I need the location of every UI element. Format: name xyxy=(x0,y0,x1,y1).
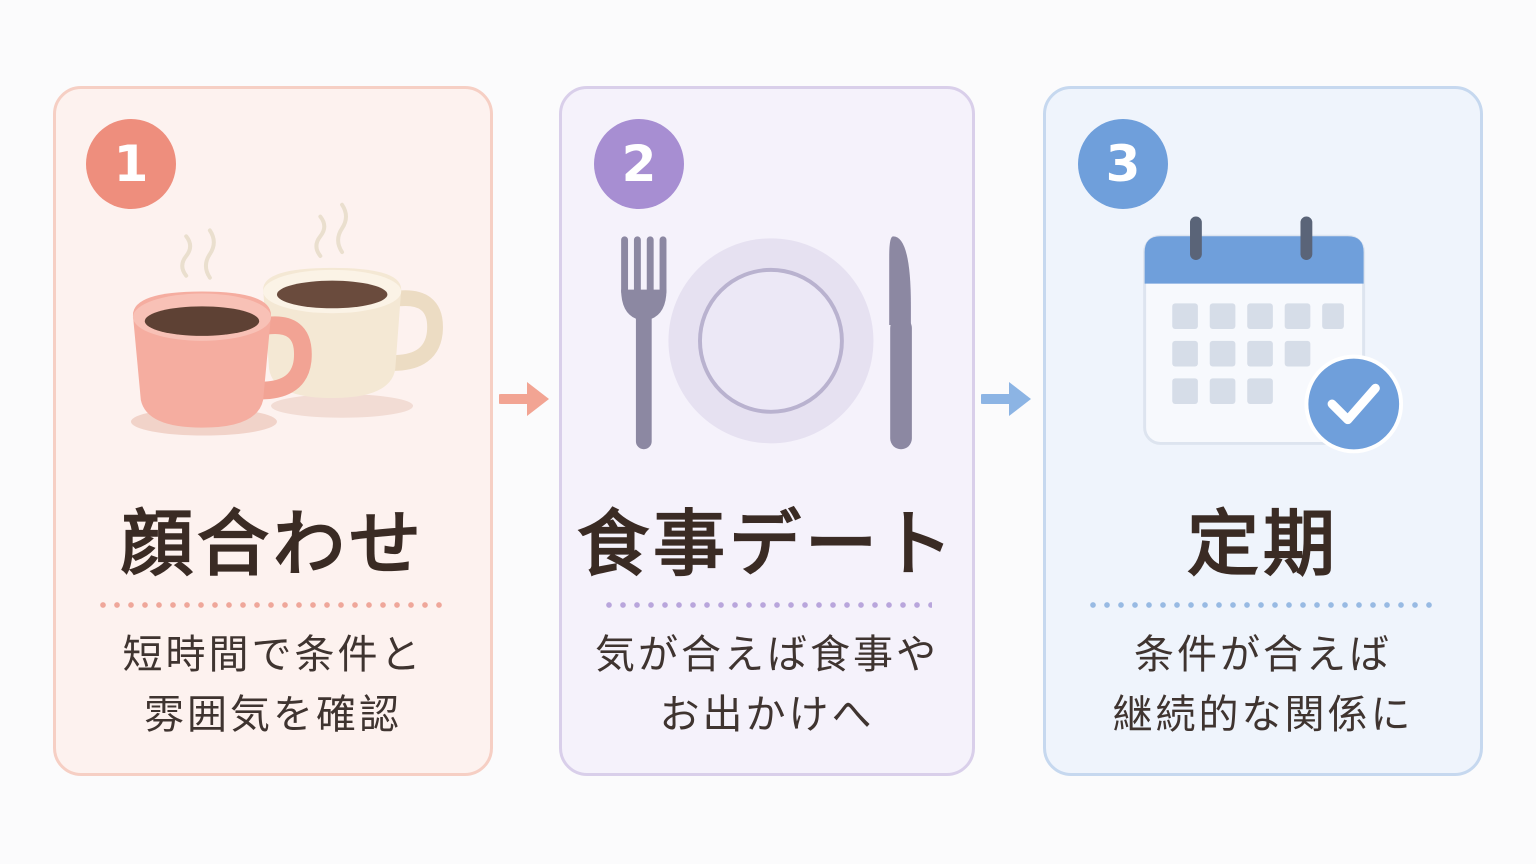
step-description-line-2: 雰囲気を確認 xyxy=(144,692,402,738)
dotted-divider xyxy=(602,602,932,608)
plate-fork-knife-icon xyxy=(562,199,972,459)
step-description-line-2: お出かけへ xyxy=(659,692,875,738)
step-description-line-1: 気が合えば食事や xyxy=(595,632,939,678)
dotted-divider xyxy=(1086,602,1440,608)
step-description: 気が合えば食事や お出かけへ xyxy=(562,625,972,745)
step-title: 食事デート xyxy=(576,502,957,586)
step-number-badge: 3 xyxy=(1078,119,1168,209)
step-title: 定期 xyxy=(1186,502,1339,586)
dotted-divider xyxy=(96,602,450,608)
step-number-badge: 1 xyxy=(86,119,176,209)
step-description-line-2: 継続的な関係に xyxy=(1112,692,1414,738)
step-description-line-1: 短時間で条件と xyxy=(122,632,424,678)
step-card-1: 1 顔合わせ 短時間で条件と xyxy=(53,86,493,776)
step-description: 条件が合えば 継続的な関係に xyxy=(1046,625,1480,745)
arrow-right-icon xyxy=(496,376,555,422)
step-card-3: 3 xyxy=(1043,86,1483,776)
arrow-right-icon xyxy=(978,376,1037,422)
coffee-cups-icon xyxy=(56,199,490,459)
step-card-2: 2 食事デート 気が合えば食事や お出かけへ xyxy=(559,86,975,776)
step-title: 顔合わせ xyxy=(120,502,425,586)
calendar-check-icon xyxy=(1046,199,1480,459)
step-number-badge: 2 xyxy=(594,119,684,209)
step-description: 短時間で条件と 雰囲気を確認 xyxy=(56,625,490,745)
step-description-line-1: 条件が合えば xyxy=(1134,632,1392,678)
